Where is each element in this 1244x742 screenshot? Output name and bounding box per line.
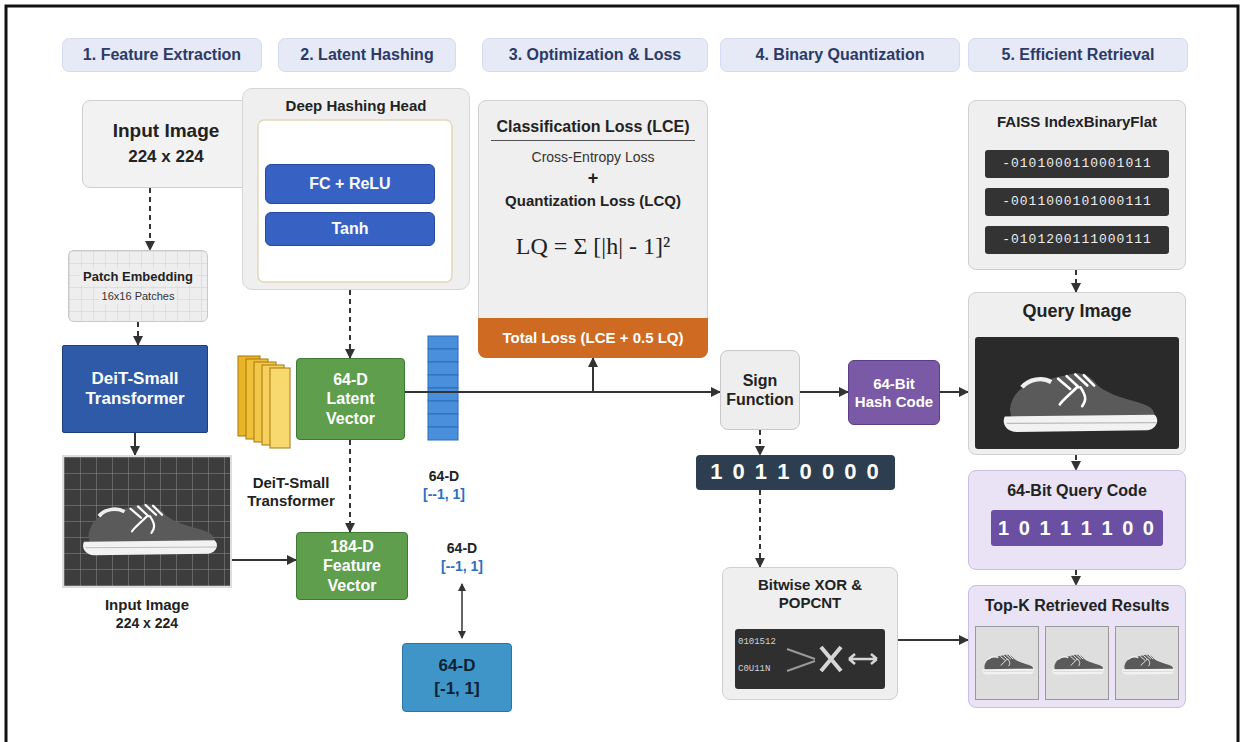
section-tab: 2. Latent Hashing bbox=[278, 38, 456, 72]
node-title: FAISS IndexBinaryFlat bbox=[997, 113, 1157, 131]
binary-code-row: -0011000101000111 bbox=[985, 188, 1169, 216]
node-title: Sign Function bbox=[725, 371, 795, 409]
node-title: 64-D Latent Vector bbox=[311, 370, 390, 428]
query-code-panel: 64-Bit Query Code 1 0 1 1 1 1 0 0 bbox=[968, 470, 1186, 570]
flow-arrow bbox=[134, 433, 136, 455]
result-thumb bbox=[1115, 626, 1179, 700]
image-frame: Input Image224 x 224 bbox=[62, 455, 232, 588]
node-title: -0011000101000111 bbox=[1002, 194, 1152, 210]
node-text: Quantization Loss (LCQ) bbox=[505, 192, 681, 210]
process-box: Sign Function bbox=[720, 350, 800, 430]
range-box: 64-D [-1, 1] bbox=[402, 643, 512, 712]
node-text: 224 x 224 bbox=[128, 147, 204, 167]
node-text: 224 x 224 bbox=[50, 615, 244, 632]
node-title: 5. Efficient Retrieval bbox=[1002, 45, 1155, 64]
node-title: 2. Latent Hashing bbox=[300, 45, 433, 64]
node-title: Input Image bbox=[50, 596, 244, 614]
node-title: Deep Hashing Head bbox=[286, 97, 427, 115]
query-panel: Query Image bbox=[968, 292, 1186, 455]
section-tab: 1. Feature Extraction bbox=[62, 38, 262, 72]
node-title: Input Image bbox=[113, 120, 220, 143]
hash-code-box: 64-Bit Hash Code bbox=[848, 360, 940, 425]
section-tab: 4. Binary Quantization bbox=[720, 38, 960, 72]
vector-column bbox=[428, 336, 458, 440]
flow-arrow bbox=[232, 559, 296, 561]
node-title: Query Image bbox=[1022, 301, 1131, 323]
flow-arrow bbox=[349, 290, 351, 358]
small-arrow bbox=[461, 584, 463, 638]
flow-arrow bbox=[898, 639, 968, 641]
node-text: [-1, 1] bbox=[434, 679, 479, 699]
node-text: 16x16 Patches bbox=[99, 289, 178, 304]
flow-arrow bbox=[349, 440, 351, 532]
loss-panel: Classification Loss (LCE) Cross-Entropy L… bbox=[478, 100, 708, 358]
node-title: Bitwise XOR & POPCNT bbox=[743, 576, 877, 612]
node-title: 1. Feature Extraction bbox=[83, 45, 241, 64]
dimension-label: 64-D bbox=[419, 468, 469, 485]
binary-code-row: -0101200111000111 bbox=[985, 226, 1169, 254]
patch-embedding-box: Patch Embedding 16x16 Patches bbox=[68, 250, 208, 322]
node-title: 64-Bit Hash Code bbox=[853, 375, 935, 411]
node-title: 4. Binary Quantization bbox=[756, 45, 925, 64]
vector-box: 184-D Feature Vector bbox=[296, 532, 408, 600]
token-stack bbox=[238, 356, 290, 448]
section-tab: 3. Optimization & Loss bbox=[482, 38, 708, 72]
node-title: DeiT-Small Transformer bbox=[71, 369, 199, 410]
flow-arrow bbox=[1075, 270, 1077, 292]
node-title: -0101200111000111 bbox=[1002, 232, 1152, 248]
node-title: 64-D bbox=[439, 656, 476, 676]
hashing-head-panel: Deep Hashing Head FC + ReLU Tanh bbox=[242, 88, 470, 290]
node-title: 1 0 1 1 0 0 0 0 bbox=[710, 459, 881, 485]
node-title: FC + ReLU bbox=[309, 174, 390, 193]
flow-arrow bbox=[405, 358, 593, 392]
node-text: LQ = Σ [|h| - 1]² bbox=[516, 232, 670, 261]
flow-arrow bbox=[800, 391, 848, 393]
binary-code-row: -0101000110001011 bbox=[985, 150, 1169, 178]
index-panel: FAISS IndexBinaryFlat -0101000110001011 -0… bbox=[968, 100, 1186, 270]
bit-strip: 1 0 1 1 0 0 0 0 bbox=[696, 455, 895, 490]
dimension-label: 64-D bbox=[437, 540, 487, 557]
node-title: Tanh bbox=[331, 219, 368, 238]
xor-illustration bbox=[735, 629, 885, 689]
transformer-box: DeiT-Small Transformer bbox=[62, 345, 208, 433]
range-label: [--1, 1] bbox=[427, 558, 497, 575]
flow-arrow bbox=[137, 322, 139, 345]
range-label: [--1, 1] bbox=[409, 486, 479, 503]
node-title: 3. Optimization & Loss bbox=[509, 45, 681, 64]
section-tab: 5. Efficient Retrieval bbox=[968, 38, 1188, 72]
flow-arrow bbox=[759, 490, 761, 567]
xor-panel: Bitwise XOR & POPCNT bbox=[722, 567, 898, 700]
patch-grid bbox=[69, 251, 207, 321]
shoe-image bbox=[64, 457, 230, 586]
layer-box: Tanh bbox=[265, 212, 435, 246]
vector-box: 64-D Latent Vector bbox=[296, 358, 405, 440]
results-panel: Top-K Retrieved Results bbox=[968, 585, 1186, 708]
node-text: Cross-Entropy Loss bbox=[532, 149, 655, 166]
node-title: 184-D Feature Vector bbox=[311, 537, 393, 595]
node-title: Classification Loss (LCE) bbox=[491, 117, 696, 141]
node-text: + bbox=[588, 168, 599, 190]
result-thumb bbox=[1045, 626, 1109, 700]
flow-arrow bbox=[940, 391, 968, 393]
flow-arrow bbox=[149, 188, 151, 250]
node-title: Total Loss (LCE + 0.5 LQ) bbox=[503, 329, 684, 347]
flow-arrow bbox=[1075, 570, 1077, 585]
flow-arrow bbox=[1075, 455, 1077, 470]
flow-arrow bbox=[759, 430, 761, 455]
input-box: Input Image 224 x 224 bbox=[82, 100, 250, 188]
node-text: 1 0 1 1 1 1 0 0 bbox=[991, 510, 1163, 546]
node-title: 64-Bit Query Code bbox=[1007, 481, 1147, 500]
result-thumb bbox=[975, 626, 1039, 700]
node-title: Patch Embedding bbox=[80, 268, 196, 286]
node-title: Top-K Retrieved Results bbox=[985, 596, 1170, 615]
component-label: DeiT-Small Transformer bbox=[238, 474, 344, 510]
node-title: -0101000110001011 bbox=[1002, 156, 1152, 172]
layer-box: FC + ReLU bbox=[265, 164, 435, 204]
query-photo bbox=[975, 337, 1179, 449]
outer-frame bbox=[6, 6, 1238, 742]
total-loss-band: Total Loss (LCE + 0.5 LQ) bbox=[478, 318, 708, 358]
